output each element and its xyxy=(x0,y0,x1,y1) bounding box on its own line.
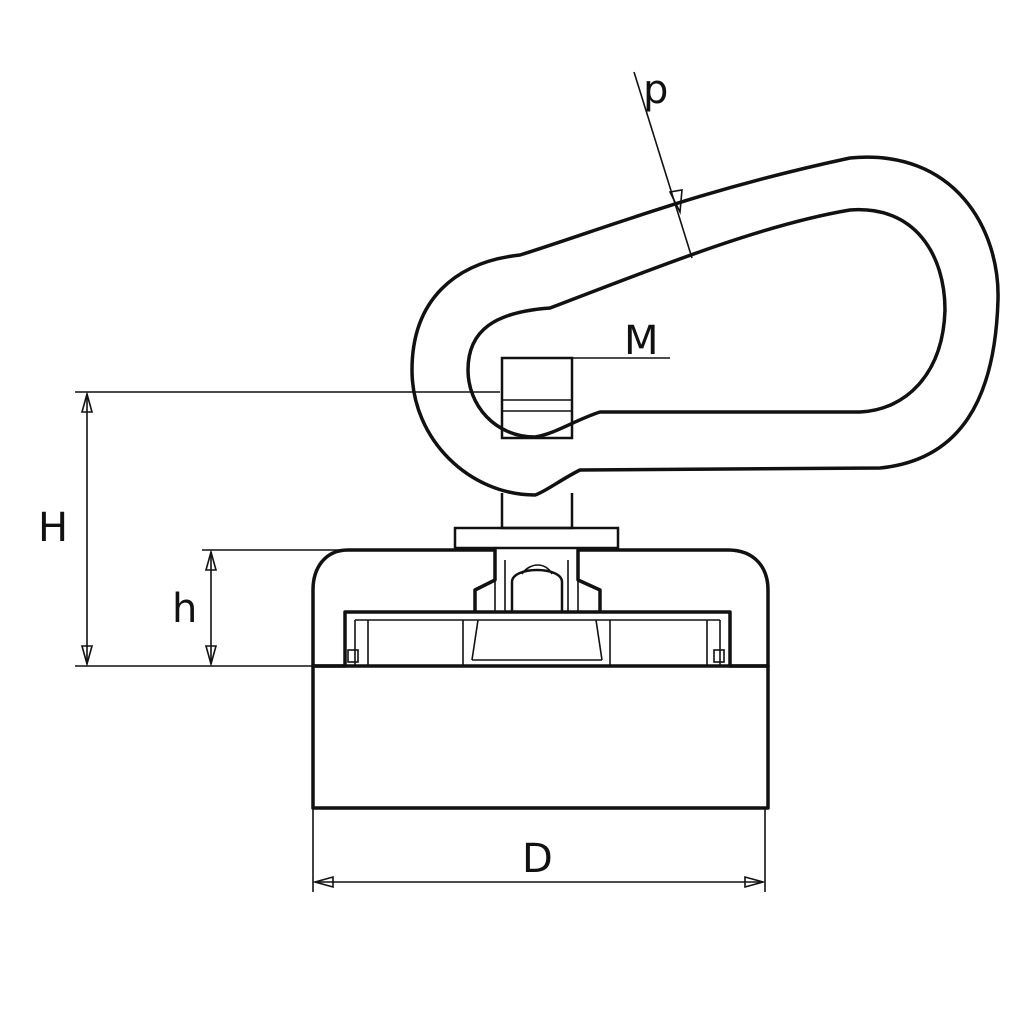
housing-section xyxy=(311,548,770,668)
stud-collar xyxy=(453,526,620,550)
threaded-stud xyxy=(453,356,620,550)
stud-neck xyxy=(500,493,574,530)
lifting-eye xyxy=(410,155,1000,497)
magnet-cavity xyxy=(343,610,732,668)
bore-pin xyxy=(510,568,564,614)
label-D: D xyxy=(522,836,553,882)
stud-body xyxy=(500,356,574,440)
label-h: h xyxy=(172,586,197,632)
magnet-base xyxy=(311,664,770,810)
label-p: p xyxy=(643,67,668,113)
dim-p-leader xyxy=(633,71,693,259)
lifting-eye-section xyxy=(410,155,1000,497)
magnet-housing xyxy=(311,548,770,668)
label-M: M xyxy=(624,318,659,364)
dimensions xyxy=(75,71,766,892)
label-H: H xyxy=(38,505,68,551)
